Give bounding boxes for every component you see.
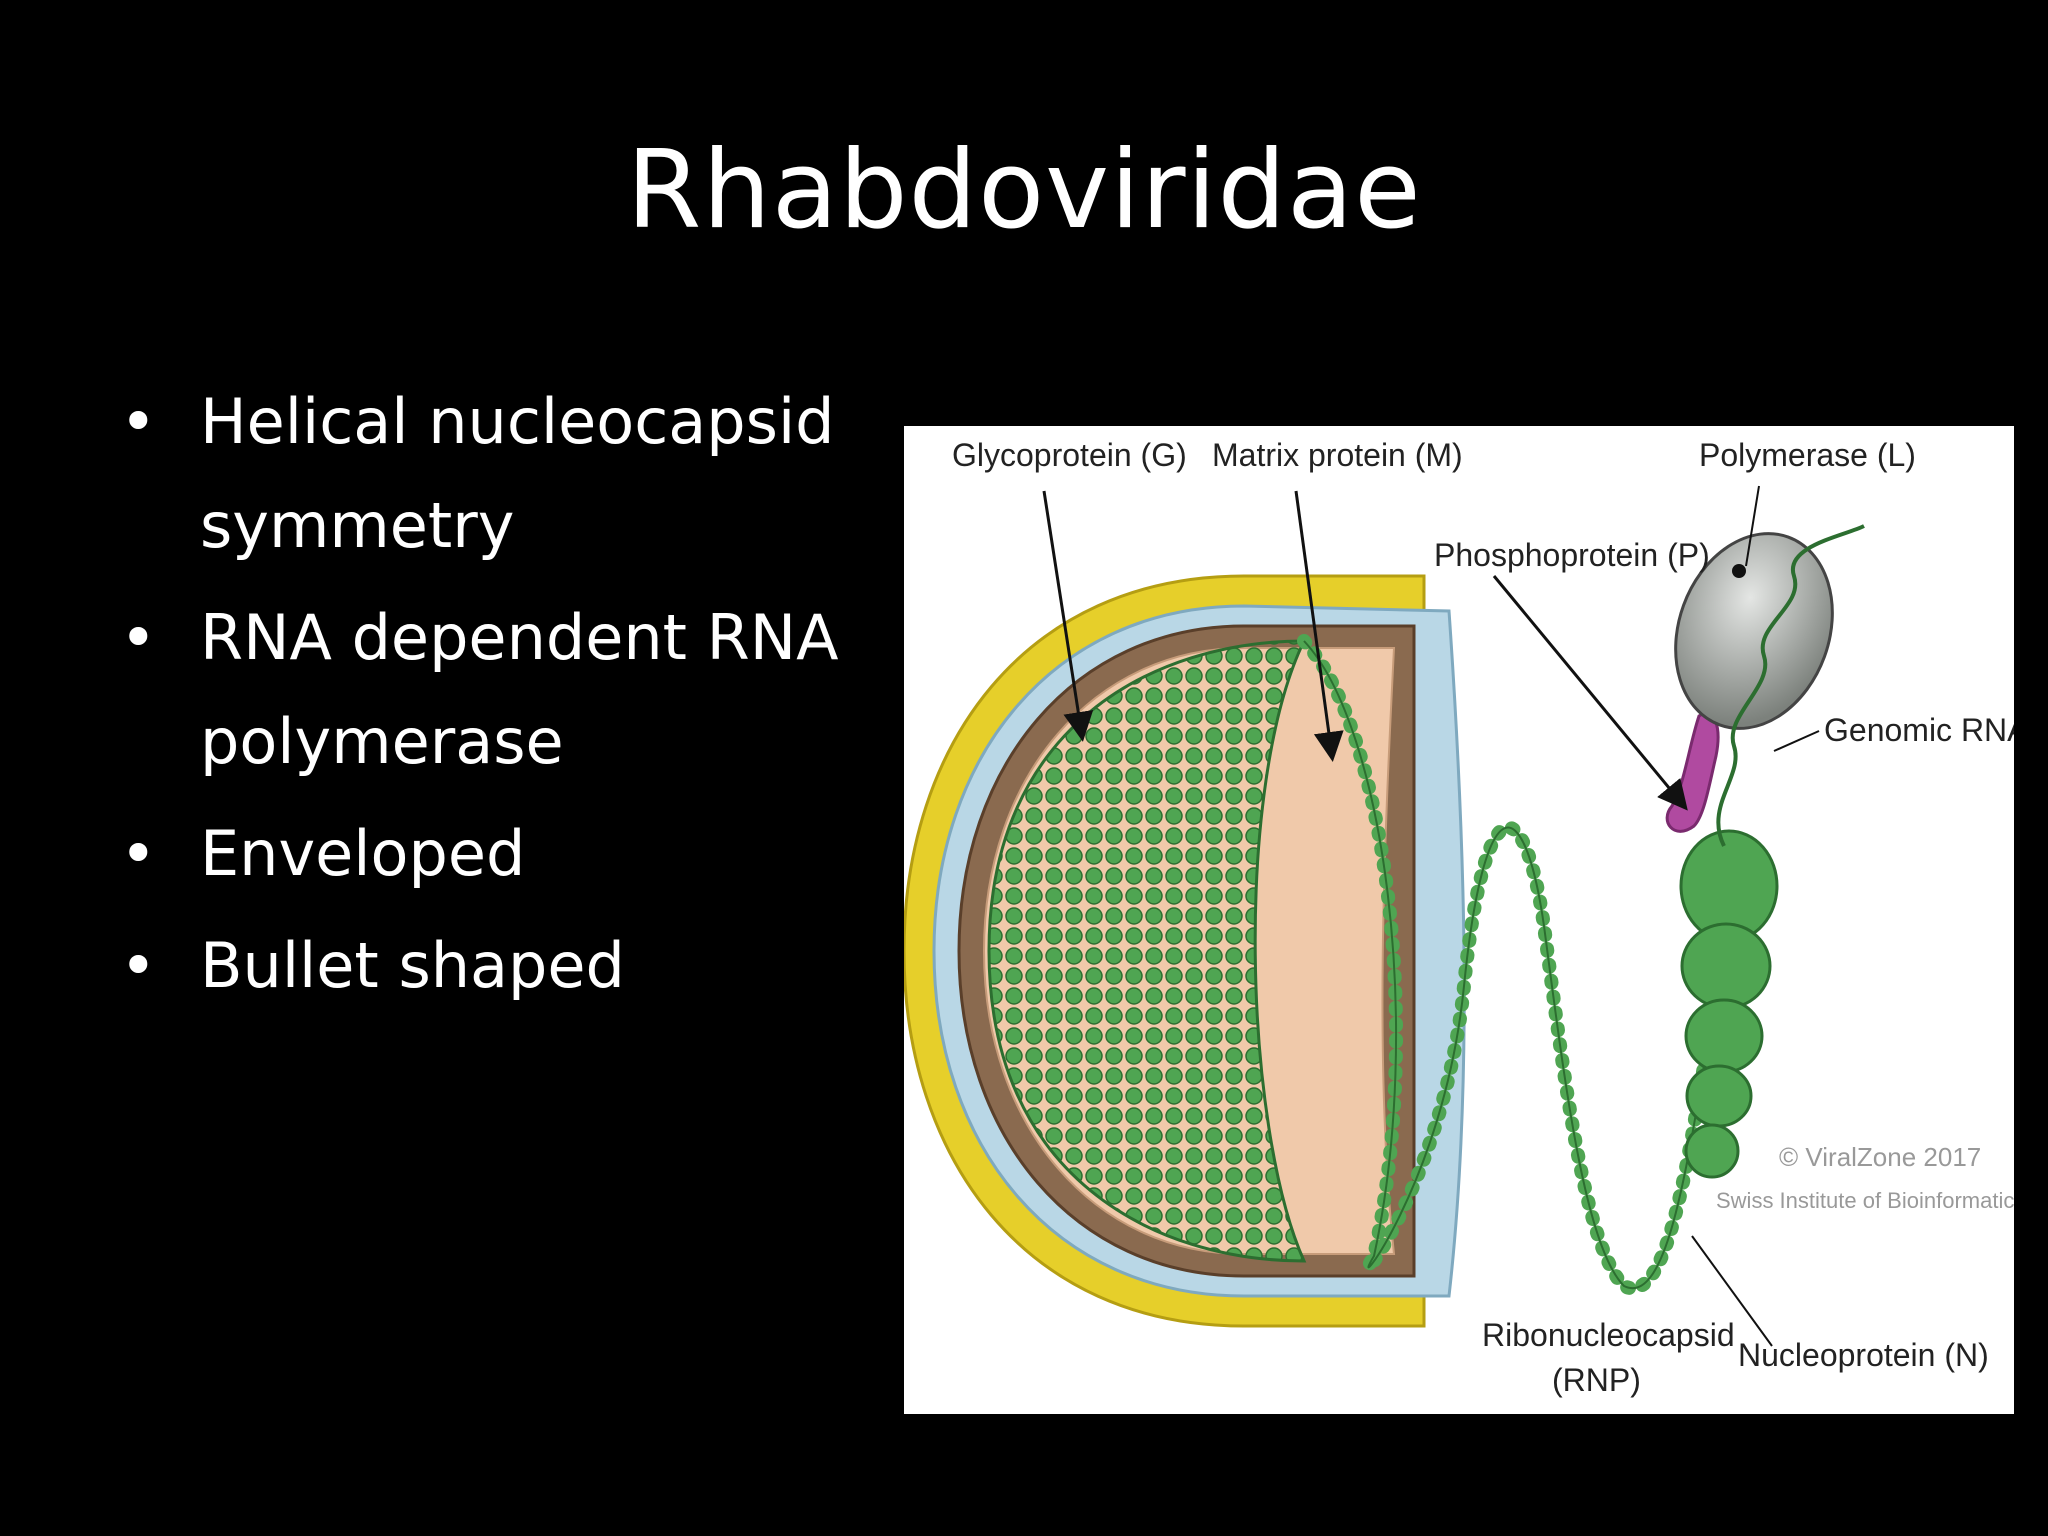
bullet-text: Helical nucleocapsid symmetry [200,385,835,562]
virion-diagram: Glycoprotein (G) Matrix protein (M) Poly… [904,426,2014,1414]
polymerase-leader [1745,485,1760,567]
label-genomic-rna: Genomic RNA [1824,712,2014,748]
bullet-text: Enveloped [200,817,526,890]
label-polymerase: Polymerase (L) [1699,437,1916,473]
bullet-item: • RNA dependent RNA polymerase [120,586,900,794]
nucleoprotein-leader [1691,1235,1773,1347]
genomic-rna [1716,524,1865,847]
nucleoprotein-stack [1679,829,1779,1179]
polymerase [1674,532,1834,730]
genomic-rna-leader [1773,730,1820,752]
bullet-text: Bullet shaped [200,929,625,1002]
glycoprotein-arrow [1042,490,1094,742]
polymerase-dot-icon [1732,564,1746,578]
bullet-dot-icon: • [120,929,157,1002]
label-rnp-line1: Ribonucleocapsid [1482,1317,1735,1353]
bullet-item: • Enveloped [120,802,900,906]
bullet-list: • Helical nucleocapsid symmetry • RNA depe… [120,370,900,1026]
bullet-item: • Helical nucleocapsid symmetry [120,370,900,578]
matrix-arrow [1294,490,1344,762]
label-rnp-line2: (RNP) [1552,1362,1641,1398]
slide-title: Rhabdoviridae [626,128,1422,253]
label-matrix: Matrix protein (M) [1212,437,1463,473]
label-nucleoprotein: Nucleoprotein (N) [1738,1337,1989,1373]
credit-line1: © ViralZone 2017 [1779,1142,1981,1172]
bullet-dot-icon: • [120,385,157,458]
virion-svg: Glycoprotein (G) Matrix protein (M) Poly… [904,437,2014,1398]
bullet-item: • Bullet shaped [120,914,900,1018]
credit-line2: Swiss Institute of Bioinformatics [1716,1188,2014,1213]
label-glycoprotein: Glycoprotein (G) [952,437,1187,473]
bullet-dot-icon: • [120,601,157,674]
bullet-dot-icon: • [120,817,157,890]
label-phosphoprotein: Phosphoprotein (P) [1434,537,1710,573]
phosphoprotein-arrow [1492,575,1688,811]
phosphoprotein [1665,712,1720,833]
bullet-text: RNA dependent RNA polymerase [200,601,839,778]
